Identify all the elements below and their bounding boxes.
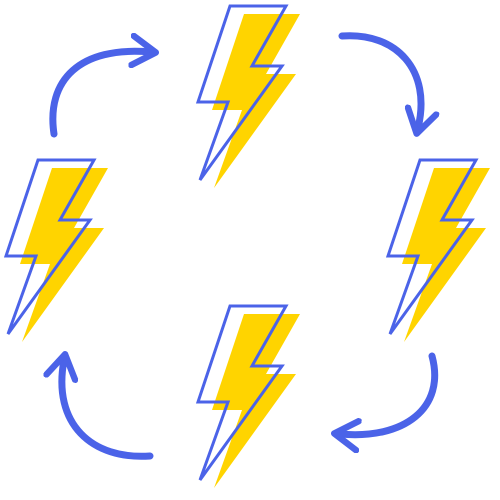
lightning-bolt-icon-left bbox=[4, 158, 110, 344]
lightning-bolt-icon-top bbox=[196, 4, 302, 190]
lightning-bolt-icon-bottom bbox=[196, 304, 302, 490]
lightning-bolt-icon-right bbox=[386, 158, 492, 344]
curved-arrow-icon-bottom-right bbox=[340, 352, 439, 435]
curved-arrow-icon-bottom-left bbox=[62, 360, 154, 460]
curved-arrow-icon-top-right bbox=[338, 32, 421, 128]
curved-arrow-icon-top-left bbox=[49, 51, 150, 138]
